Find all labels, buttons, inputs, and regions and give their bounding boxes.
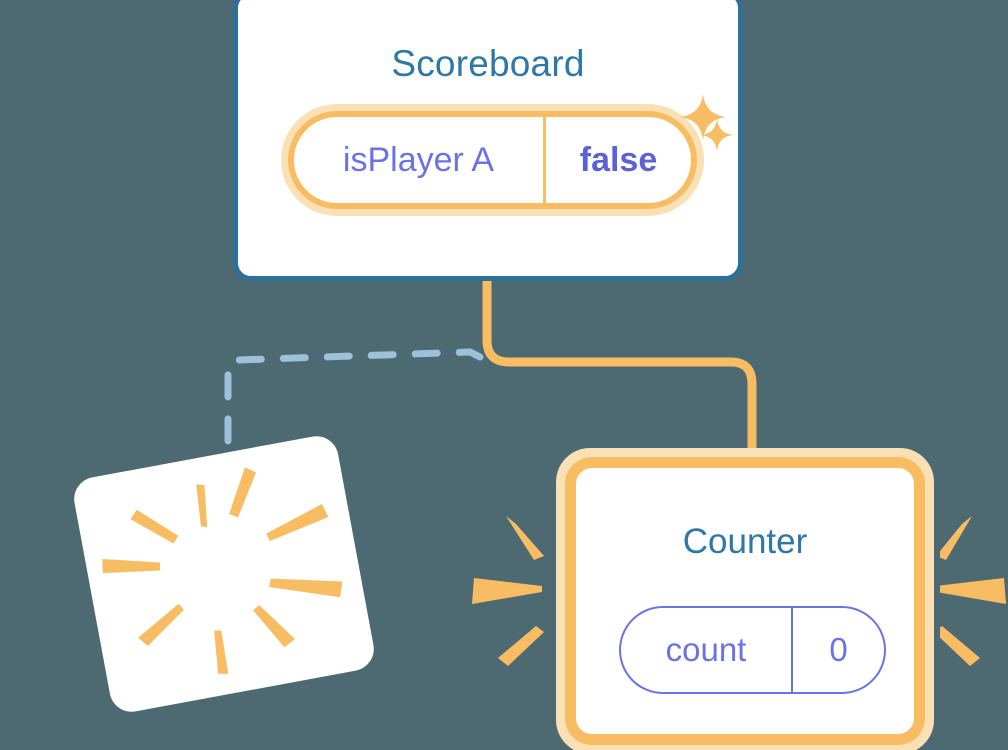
counter-card[interactable]: Counter count 0	[556, 448, 934, 750]
counter-state-pill[interactable]: count 0	[619, 606, 886, 694]
counter-left-rays-icon	[472, 516, 544, 666]
scoreboard-state-value: false	[579, 140, 658, 179]
sparkle-large-icon	[680, 94, 726, 140]
rerendered-card-placeholder[interactable]	[70, 432, 378, 716]
scoreboard-title: Scoreboard	[391, 43, 585, 84]
sparkle-small-icon	[701, 119, 733, 151]
counter-title: Counter	[682, 522, 808, 561]
counter-card-inner: Counter count 0	[565, 457, 925, 745]
scoreboard-state-pill[interactable]: isPlayer A false	[281, 104, 704, 216]
solid-connector	[482, 281, 757, 460]
scoreboard-state-key: isPlayer A	[294, 117, 546, 203]
scoreboard-state-pill-inner: isPlayer A false	[288, 111, 697, 209]
scoreboard-card[interactable]: Scoreboard isPlayer A false	[233, 0, 743, 281]
counter-state-key: count	[621, 608, 793, 692]
counter-state-value: 0	[829, 631, 848, 668]
counter-right-rays-icon	[940, 516, 1006, 666]
burst-rays-icon	[102, 467, 343, 674]
